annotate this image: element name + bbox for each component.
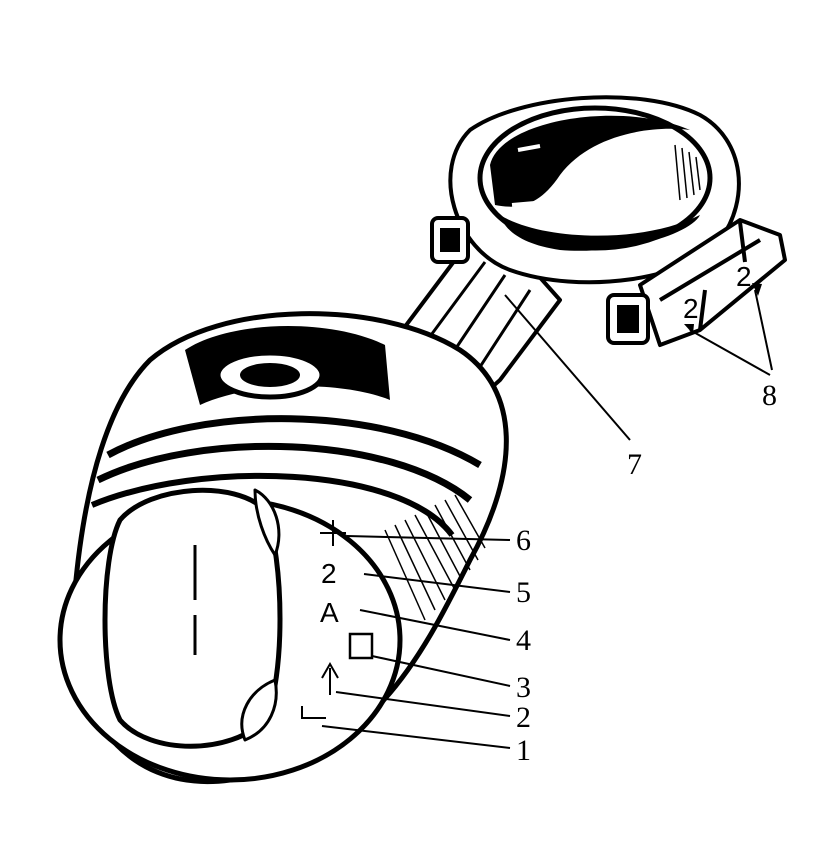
corner-mark — [301, 706, 326, 719]
leader-1 — [321, 725, 511, 749]
ring-groove-3 — [90, 472, 455, 537]
ring-groove-1 — [106, 415, 482, 469]
ring-groove-2 — [96, 442, 473, 503]
callout-6: 6 — [516, 524, 531, 557]
leader-8a — [689, 329, 771, 376]
cap-face — [658, 221, 762, 331]
rod-number-mark: 2 — [683, 293, 699, 324]
leader-7 — [504, 294, 631, 441]
cylinder-number-mark: 2 — [321, 558, 337, 589]
leader-6 — [346, 535, 511, 541]
cap-number-mark: 2 — [736, 261, 752, 292]
leader-2 — [335, 691, 511, 717]
callout-2: 2 — [516, 701, 531, 734]
leader-8b — [754, 289, 773, 371]
callout-3: 3 — [516, 671, 531, 704]
bore-shadow-lower — [500, 215, 700, 251]
valve-relief-top — [253, 488, 281, 557]
rod-cap — [638, 218, 787, 347]
callout-1: 1 — [516, 734, 531, 767]
class-letter-mark: A — [320, 597, 339, 628]
leader-lines — [321, 289, 773, 749]
square-mark — [348, 632, 374, 660]
callout-7: 7 — [627, 448, 642, 481]
callout-5: 5 — [516, 576, 531, 609]
piston — [57, 311, 509, 784]
valve-relief-bottom — [240, 678, 278, 742]
leader-5 — [363, 573, 511, 593]
crown-markings — [301, 520, 374, 719]
leader-3 — [371, 655, 511, 687]
bore-shadow — [490, 115, 690, 207]
leader-4 — [359, 609, 511, 641]
callout-4: 4 — [516, 624, 531, 657]
callout-8: 8 — [762, 379, 777, 412]
